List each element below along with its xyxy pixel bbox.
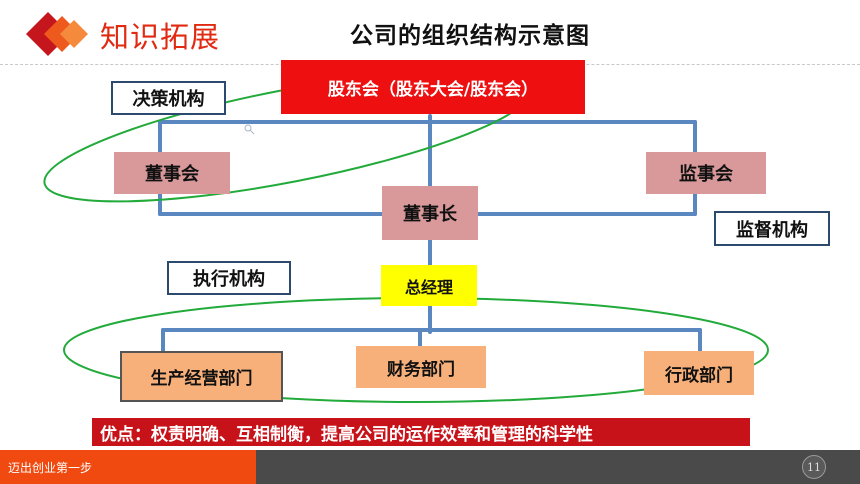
executive-body-label: 执行机构 [167, 261, 291, 295]
administration-department-box: 行政部门 [644, 351, 754, 395]
supervisory-board-box: 监事会 [646, 152, 766, 194]
chairman-box: 董事长 [382, 186, 478, 240]
magnifier-icon [244, 124, 255, 135]
finance-department-box: 财务部门 [356, 346, 486, 388]
diagram-title: 公司的组织结构示意图 [350, 23, 590, 49]
general-manager-box: 总经理 [381, 265, 477, 306]
board-of-directors-box: 董事会 [114, 152, 230, 194]
footer-text: 迈出创业第一步 [8, 461, 93, 475]
advantages-banner: 优点：权责明确、互相制衡，提高公司的运作效率和管理的科学性 [92, 418, 750, 446]
shareholders-meeting-box: 股东会（股东大会/股东会） [281, 60, 585, 114]
page-header-title: 知识拓展 [100, 20, 221, 54]
supervisory-body-label: 监督机构 [714, 211, 830, 246]
decision-body-label: 决策机构 [111, 81, 226, 115]
page-number: 11 [802, 455, 826, 479]
production-department-box: 生产经营部门 [120, 351, 283, 402]
logo-diamonds-icon [26, 12, 88, 56]
footer-accent [0, 450, 256, 484]
